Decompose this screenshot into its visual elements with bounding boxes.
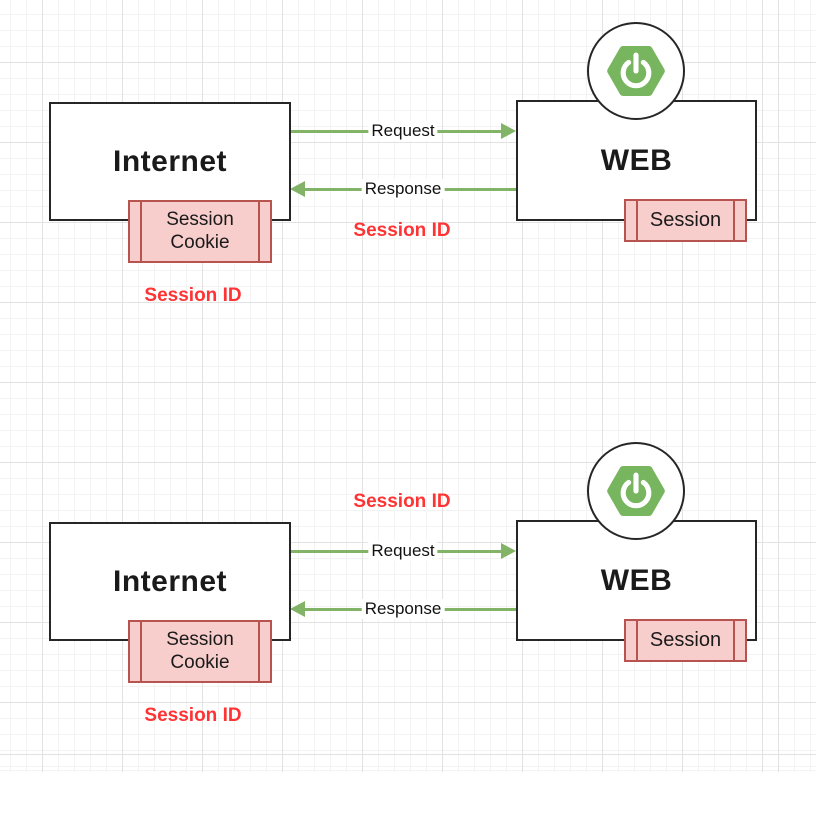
web-node-label: WEB	[600, 563, 673, 597]
internet-node-label: Internet	[112, 144, 227, 178]
web-node-label: WEB	[600, 143, 673, 177]
session-store-label: Session	[649, 209, 722, 231]
session-store-node: Session	[624, 199, 747, 242]
spring-boot-badge	[587, 442, 685, 540]
session-id-client-annotation: Session ID	[144, 285, 242, 306]
session-cookie-line-1: Session	[166, 209, 234, 231]
diagram-canvas: Internet WEB Request Response Session ID…	[0, 0, 816, 772]
session-store-label: Session	[649, 629, 722, 651]
session-store-node: Session	[624, 619, 747, 662]
spring-boot-icon	[607, 466, 665, 516]
response-edge-label: Response	[361, 179, 445, 199]
response-arrowhead-icon	[290, 601, 305, 617]
internet-node-label: Internet	[112, 564, 227, 598]
request-edge-label: Request	[368, 121, 438, 141]
request-edge-label: Request	[368, 541, 438, 561]
session-cookie-node: Session Cookie	[128, 200, 272, 263]
session-flow-diagram-bottom: Internet WEB Session ID Request Response…	[0, 420, 816, 840]
request-arrowhead-icon	[501, 543, 516, 559]
session-id-client-annotation: Session ID	[144, 705, 242, 726]
session-cookie-line-1: Session	[166, 629, 234, 651]
session-id-exchange-annotation: Session ID	[353, 220, 451, 241]
session-cookie-line-2: Cookie	[170, 651, 230, 673]
session-cookie-node: Session Cookie	[128, 620, 272, 683]
session-flow-diagram-top: Internet WEB Request Response Session ID…	[49, 22, 757, 306]
request-arrowhead-icon	[501, 123, 516, 139]
spring-boot-icon	[607, 46, 665, 96]
session-id-exchange-annotation: Session ID	[353, 491, 451, 512]
response-edge-label: Response	[361, 599, 445, 619]
spring-boot-badge	[587, 22, 685, 120]
response-arrowhead-icon	[290, 181, 305, 197]
session-cookie-line-2: Cookie	[170, 231, 230, 253]
